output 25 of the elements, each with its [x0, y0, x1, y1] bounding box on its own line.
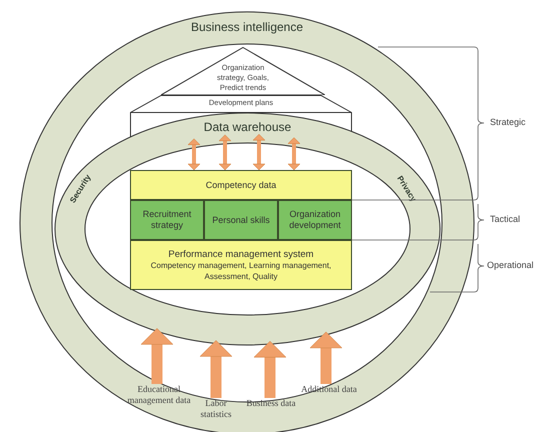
process-box: [204, 200, 278, 240]
process-box: [130, 200, 204, 240]
pyramid-layer: [130, 95, 352, 113]
ring-title: Business intelligence: [190, 19, 304, 36]
box-label: Organization development: [288, 209, 342, 231]
arrow: [288, 137, 300, 170]
source-label: Labor statistics: [200, 398, 232, 420]
box-label: Recruitment strategy: [142, 209, 192, 231]
box-text: Competency management, Learning management, Assessment, Quality: [150, 260, 332, 282]
arrow: [188, 138, 200, 170]
box-title: Performance management system: [168, 248, 314, 260]
ring-title: Data warehouse: [204, 119, 292, 136]
arrow: [252, 134, 266, 170]
process-box: [130, 240, 352, 290]
level-label: Tactical: [490, 213, 520, 226]
ring-band: [55, 113, 440, 345]
pyramid-top: [161, 47, 325, 95]
level-label: Strategic: [490, 116, 526, 129]
ring-band: [20, 12, 474, 432]
arrow: [218, 134, 232, 170]
box-label: Competency data: [206, 180, 276, 190]
process-box: [278, 200, 352, 240]
process-box: [130, 170, 352, 200]
level-label: Operational: [487, 259, 534, 272]
box-label: Personal skills: [212, 214, 270, 226]
